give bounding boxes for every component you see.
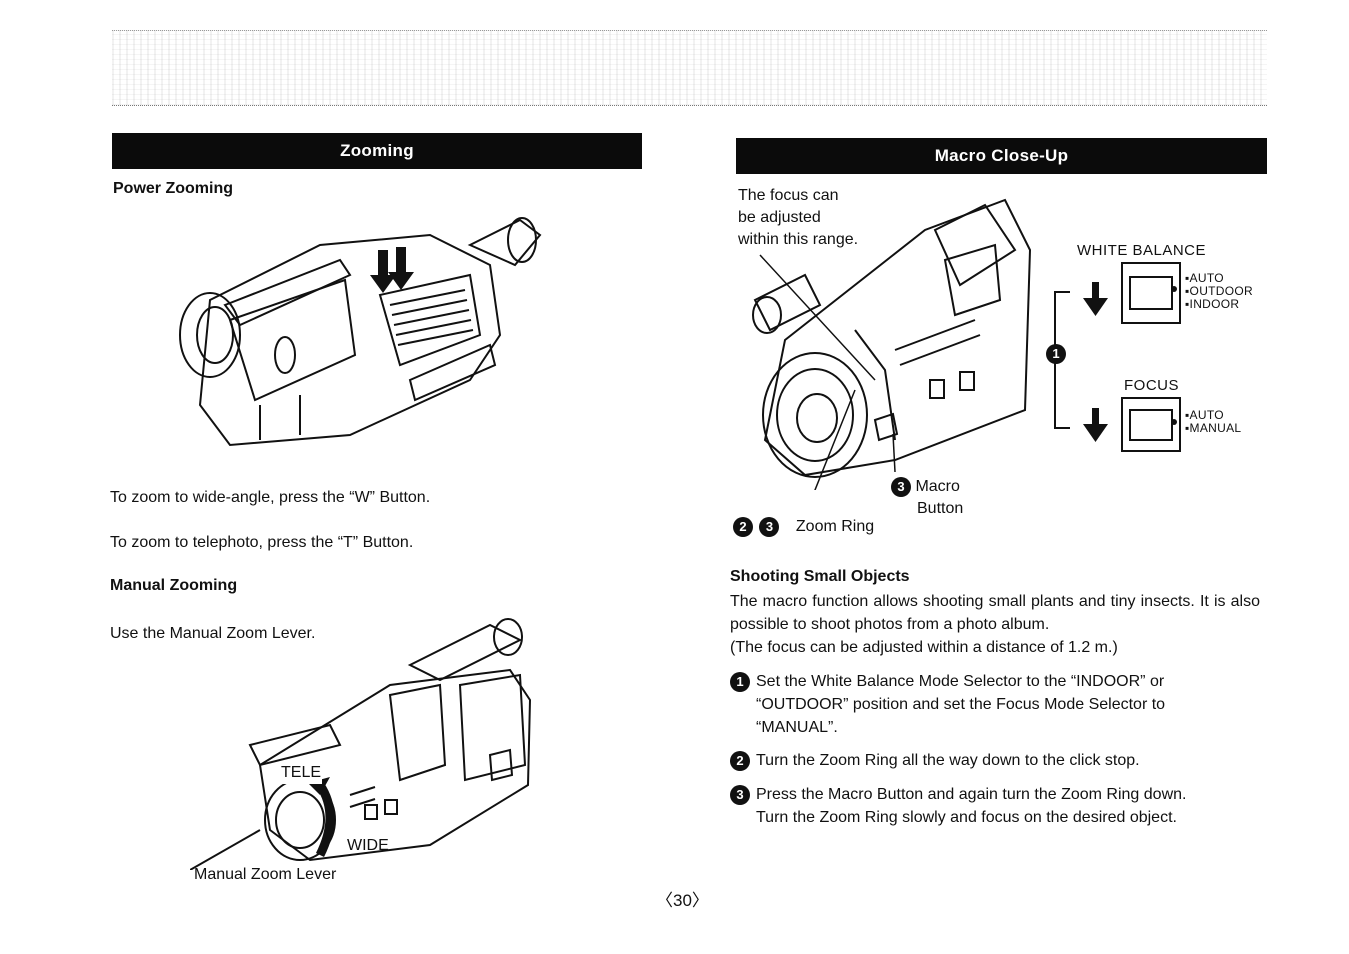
tele-label: TELE — [280, 762, 323, 784]
macro-step-marker: 3 — [891, 476, 911, 497]
step-2-marker: 2 — [730, 750, 750, 771]
manual-zoom-instruction: Use the Manual Zoom Lever. — [110, 625, 316, 642]
zoom-ring-marker-2: 2 — [733, 516, 753, 537]
focus-selector — [1121, 397, 1181, 452]
camcorder-power-zoom-illustration — [179, 217, 542, 447]
down-arrow-icon-2 — [1083, 408, 1108, 442]
focus-options: ▪AUTO ▪MANUAL — [1185, 408, 1242, 435]
selector-connector-arrows — [1054, 282, 1108, 442]
zoom-tele-instruction: To zoom to telephoto, press the “T” Butt… — [110, 534, 414, 551]
zoom-wide-instruction: To zoom to wide-angle, press the “W” But… — [110, 489, 431, 506]
macro-closeup-title-bar: Macro Close-Up — [736, 138, 1267, 174]
manual-zooming-heading: Manual Zooming — [110, 577, 238, 594]
white-balance-title: WHITE BALANCE — [1077, 242, 1207, 259]
step-1-marker: 1 — [730, 671, 750, 692]
manual-zoom-lever-caption: Manual Zoom Lever — [194, 866, 337, 883]
zoom-ring-callout: 2 3 Zoom Ring — [733, 516, 874, 538]
white-balance-switch — [1129, 276, 1173, 310]
zooming-title-bar: Zooming — [112, 133, 642, 169]
focus-range-note: The focus can be adjusted within this ra… — [738, 185, 859, 251]
focus-title: FOCUS — [1124, 377, 1179, 394]
zoom-ring-marker-3: 3 — [759, 516, 780, 537]
page-number: 〈30〉 — [656, 891, 709, 910]
white-balance-selector — [1121, 262, 1181, 324]
zoom-ring-label: Zoom Ring — [795, 518, 875, 535]
shooting-description: The macro function allows shooting small… — [730, 593, 1260, 633]
power-zooming-heading: Power Zooming — [113, 180, 233, 197]
wide-label: WIDE — [347, 837, 389, 854]
down-arrow-icon — [1083, 282, 1108, 316]
camcorder-macro-illustration — [752, 198, 1032, 490]
white-balance-options: ▪AUTO ▪OUTDOOR ▪INDOOR — [1185, 271, 1253, 311]
zooming-title: Zooming — [340, 141, 414, 160]
macro-button-label-2: Button — [917, 500, 964, 517]
shooting-small-objects-heading: Shooting Small Objects — [730, 568, 910, 585]
shooting-focus-distance: (The focus can be adjusted within a dist… — [730, 639, 1118, 656]
focus-indicator — [1171, 419, 1177, 425]
focus-switch — [1129, 409, 1173, 441]
macro-button-callout: 3 Macro — [891, 476, 960, 498]
macro-closeup-title: Macro Close-Up — [934, 146, 1069, 165]
selector-step-marker: 1 — [1046, 344, 1066, 364]
step-3-marker: 3 — [730, 784, 750, 805]
camcorder-manual-zoom-illustration — [190, 618, 532, 870]
white-balance-indicator — [1171, 286, 1177, 292]
header-scan-strip — [112, 30, 1267, 106]
